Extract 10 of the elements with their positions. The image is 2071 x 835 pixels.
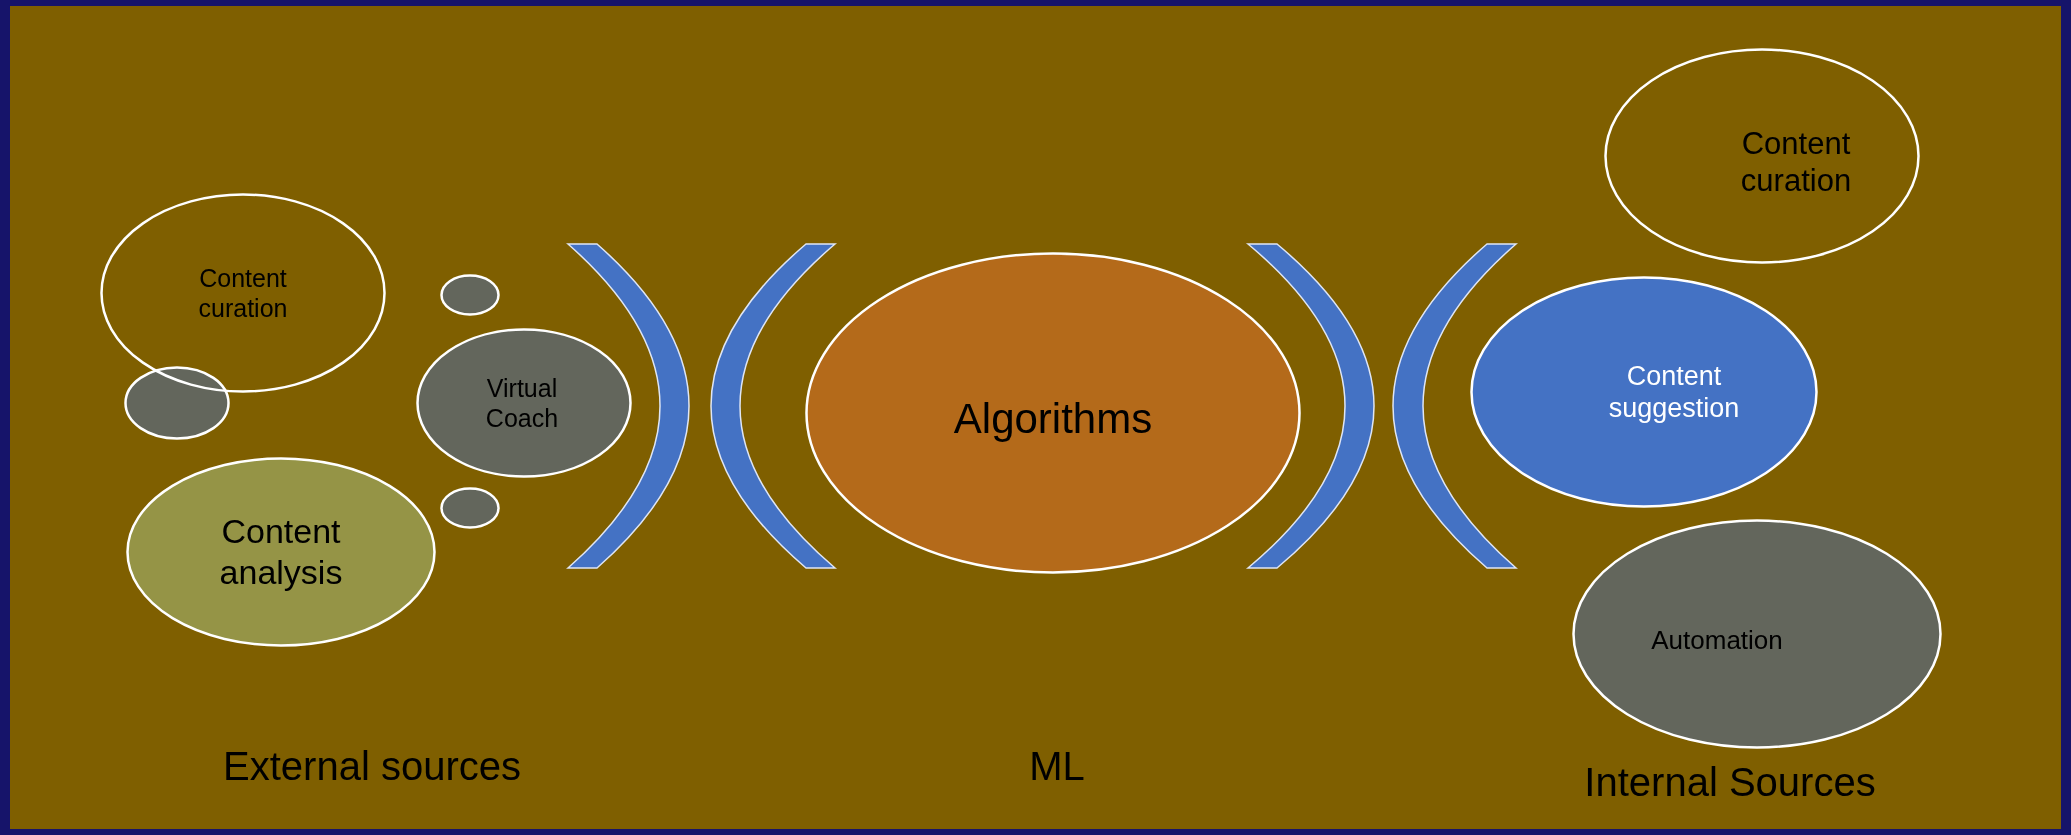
section-label: Internal Sources xyxy=(1584,759,1876,805)
section-label: External sources xyxy=(223,743,521,789)
circle-label: Automation xyxy=(1650,625,1784,657)
circle-label: Content curation xyxy=(1739,124,1853,200)
circle-label: Content curation xyxy=(197,263,289,323)
circle-label: Algorithms xyxy=(952,393,1154,444)
circle-label: Content analysis xyxy=(218,511,344,593)
circle-label: Virtual Coach xyxy=(484,373,560,433)
section-label: ML xyxy=(1029,743,1085,789)
circle-label: Content suggestion xyxy=(1607,359,1741,425)
